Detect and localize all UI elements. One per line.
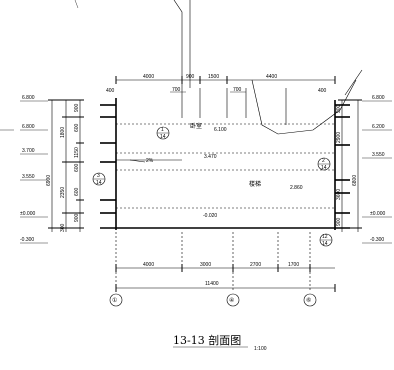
level-ground: -0.020 xyxy=(203,213,217,219)
bottom-dim-2: 3000 xyxy=(200,262,211,268)
left-dim-ticks xyxy=(48,99,84,229)
level-mid: 3.470 xyxy=(204,154,217,160)
svg-text:±0.000: ±0.000 xyxy=(370,211,385,217)
svg-text:2: 2 xyxy=(322,158,325,164)
slope-label: 2% xyxy=(146,158,154,164)
left-dim-5: 600 xyxy=(74,163,80,172)
svg-text:1: 1 xyxy=(161,127,164,133)
bottom-dim-4: 1700 xyxy=(288,262,299,268)
svg-text:①: ① xyxy=(112,297,117,304)
axis-bubble-4[interactable]: ④ xyxy=(226,293,240,307)
detail-callout-1[interactable]: 1 14 xyxy=(156,126,170,140)
detail-callout-3[interactable]: 3 14 xyxy=(92,172,106,186)
left-elevations: 6.800 6.800 3.700 3.550 ±0.000 -0.300 xyxy=(0,95,48,244)
left-dim-7: 600 xyxy=(74,187,80,196)
top-dim-4: 4400 xyxy=(266,74,277,80)
axis-bubble-1[interactable]: ① xyxy=(109,293,123,307)
level-upper: 6.100 xyxy=(214,127,227,133)
svg-text:6.800: 6.800 xyxy=(22,95,35,101)
roof-line-left xyxy=(173,0,183,88)
right-elevations: 6.800 6.200 3.550 ±0.000 -0.300 xyxy=(362,95,392,244)
left-dim-6: 2350 xyxy=(60,187,66,198)
roof-edge-right xyxy=(344,69,363,96)
svg-text:-0.300: -0.300 xyxy=(20,237,34,243)
sub-dim-left: 400 xyxy=(106,88,115,94)
corner-mark xyxy=(74,0,79,9)
svg-text:14: 14 xyxy=(160,134,166,140)
svg-text:14: 14 xyxy=(96,180,102,186)
sub-dim-right: 400 xyxy=(318,88,327,94)
svg-text:±0.000: ±0.000 xyxy=(20,211,35,217)
right-dim-ticks xyxy=(338,99,362,229)
svg-text:3.550: 3.550 xyxy=(22,174,35,180)
left-dim-3: 600 xyxy=(74,123,80,132)
left-dim-2: 1800 xyxy=(60,127,66,138)
svg-text:⑥: ⑥ xyxy=(306,297,311,304)
sub-dim-2: 700 xyxy=(233,87,242,93)
right-dim-total: 6800 xyxy=(352,175,358,186)
drawing-scale: 1:100 xyxy=(254,346,267,352)
level-right: 2.860 xyxy=(290,185,303,191)
svg-text:3.700: 3.700 xyxy=(22,148,35,154)
svg-text:14: 14 xyxy=(321,165,327,171)
axis-bubble-6[interactable]: ⑥ xyxy=(303,293,317,307)
svg-text:6.800: 6.800 xyxy=(22,124,35,130)
detail-callout-4[interactable]: 12 14 xyxy=(319,233,333,247)
right-dim-3: 900 xyxy=(336,104,342,113)
svg-text:-0.300: -0.300 xyxy=(370,237,384,243)
svg-text:④: ④ xyxy=(229,297,234,304)
svg-text:3.550: 3.550 xyxy=(372,152,385,158)
bottom-dim-3: 2700 xyxy=(250,262,261,268)
top-dim-3: 1500 xyxy=(208,74,219,80)
bottom-dim-1: 4000 xyxy=(143,262,154,268)
right-dim-1: 2900 xyxy=(336,132,342,143)
left-dim-base: 300 xyxy=(60,223,66,232)
room-label-upper: 卧室 xyxy=(190,122,202,130)
svg-text:6.800: 6.800 xyxy=(372,95,385,101)
grid-axes xyxy=(115,232,311,292)
svg-text:14: 14 xyxy=(322,241,328,247)
interior-lines xyxy=(116,88,335,209)
room-label-stair: 楼梯 xyxy=(249,180,261,188)
right-dim-2: 3600 xyxy=(336,189,342,200)
top-dim-2: 900 xyxy=(186,74,195,80)
left-dim-1: 900 xyxy=(74,103,80,112)
drawing-caption: 13-13 剖面图 xyxy=(173,333,241,347)
sub-dim-1: 700 xyxy=(172,87,181,93)
bottom-total: 11400 xyxy=(205,281,219,287)
left-dim-8: 900 xyxy=(74,213,80,222)
svg-text:12: 12 xyxy=(322,234,328,240)
svg-text:6.200: 6.200 xyxy=(372,124,385,130)
top-dim-1: 4000 xyxy=(143,74,154,80)
left-dim-total: 6900 xyxy=(46,175,52,186)
section-walls xyxy=(100,98,350,230)
detail-callout-2[interactable]: 2 14 xyxy=(317,157,331,171)
svg-text:3: 3 xyxy=(97,173,100,179)
right-dim-4: 900 xyxy=(336,217,342,226)
left-dim-4: 1150 xyxy=(74,147,80,158)
